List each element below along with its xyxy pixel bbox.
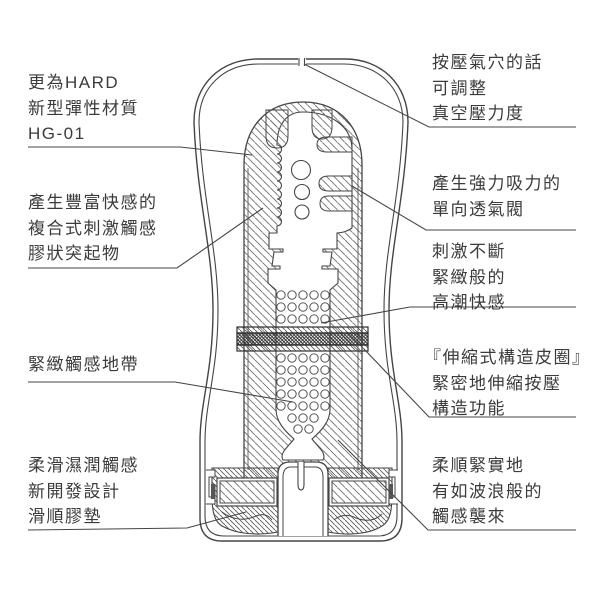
suction-chamber-holes [290, 159, 312, 220]
leader-stretch-belt [363, 348, 576, 418]
label-air-hole-vacuum: 按壓氣穴的話 可調整 真空壓力度 [432, 50, 543, 127]
label-text-line: 緊緻觸感地帶 [28, 355, 139, 374]
label-climax-feel: 刺激不斷 緊緻般的 高潮快感 [432, 239, 506, 316]
leader-climax-feel [320, 306, 576, 324]
label-text-line: 複合式刺激觸感 [28, 218, 158, 238]
stimulus-nubs-lower [276, 353, 330, 434]
label-text-line: 構造功能 [432, 399, 506, 418]
leader-material-hg01 [28, 146, 253, 156]
cup-base [206, 461, 398, 536]
one-way-valve-flaps [316, 136, 353, 212]
leader-one-way-valve [351, 185, 576, 231]
label-text-line: HG-01 [28, 124, 86, 143]
gel-pad-right [328, 477, 390, 507]
label-text-line: 緊密地伸縮按壓 [432, 373, 562, 393]
valve-crown-fingers [265, 109, 333, 149]
label-text-line: 產生豐富快感的 [28, 193, 158, 212]
label-gel-protrusions: 產生豐富快感的 複合式刺激觸感 膠狀突起物 [28, 190, 158, 267]
label-text-line: 膠狀突起物 [28, 244, 121, 263]
label-text-line: 柔順緊實地 [432, 456, 525, 475]
label-text-line: 柔滑濕潤觸感 [28, 456, 139, 475]
label-wave-touch: 柔順緊實地 有如波浪般的 觸感襲來 [432, 453, 543, 530]
label-text-line: 可調整 [432, 78, 488, 98]
entry-channel [277, 461, 329, 536]
gel-pad-left [216, 477, 278, 507]
stimulus-nubs-upper [276, 290, 330, 324]
leader-wave-touch [337, 439, 576, 531]
inner-canal [265, 109, 353, 461]
leader-air-hole [303, 63, 576, 128]
leader-tight-zone [28, 381, 294, 403]
base-wall-clips [206, 469, 398, 505]
label-text-line: 真空壓力度 [432, 104, 525, 123]
label-text-line: 單向透氣閥 [432, 199, 525, 219]
label-stretch-belt: 『伸縮式構造皮圈』 緊密地伸縮按壓 構造功能 [424, 345, 591, 422]
label-text-line: 有如波浪般的 [432, 481, 543, 501]
cup-body-outline [193, 58, 409, 542]
label-text-line: 產生強力吸力的 [432, 174, 562, 193]
stretch-belt-band [236, 326, 369, 352]
leader-gel-protrusions [28, 207, 264, 269]
label-text-line: 緊緻般的 [432, 267, 506, 287]
label-one-way-valve: 產生強力吸力的 單向透氣閥 [432, 171, 562, 222]
label-text-line: 『伸縮式構造皮圈』 [424, 348, 591, 367]
leader-gel-pad [27, 511, 247, 531]
label-gel-pad: 柔滑濕潤觸感 新開發設計 滑順膠墊 [28, 453, 139, 530]
label-text-line: 按壓氣穴的話 [432, 53, 543, 72]
label-tight-zone: 緊緻觸感地帶 [28, 352, 139, 378]
label-text-line: 新型彈性材質 [28, 98, 139, 118]
entry-slit [297, 462, 305, 491]
label-text-line: 高潮快感 [432, 293, 506, 312]
label-text-line: 觸感襲來 [432, 507, 506, 526]
label-text-line: 新開發設計 [28, 481, 121, 501]
label-text-line: 更為HARD [28, 73, 120, 92]
label-text-line: 刺激不斷 [432, 242, 506, 261]
leader-lines [27, 63, 576, 531]
label-material-hg01: 更為HARD 新型彈性材質 HG-01 [28, 70, 139, 147]
label-text-line: 滑順膠墊 [28, 507, 102, 526]
